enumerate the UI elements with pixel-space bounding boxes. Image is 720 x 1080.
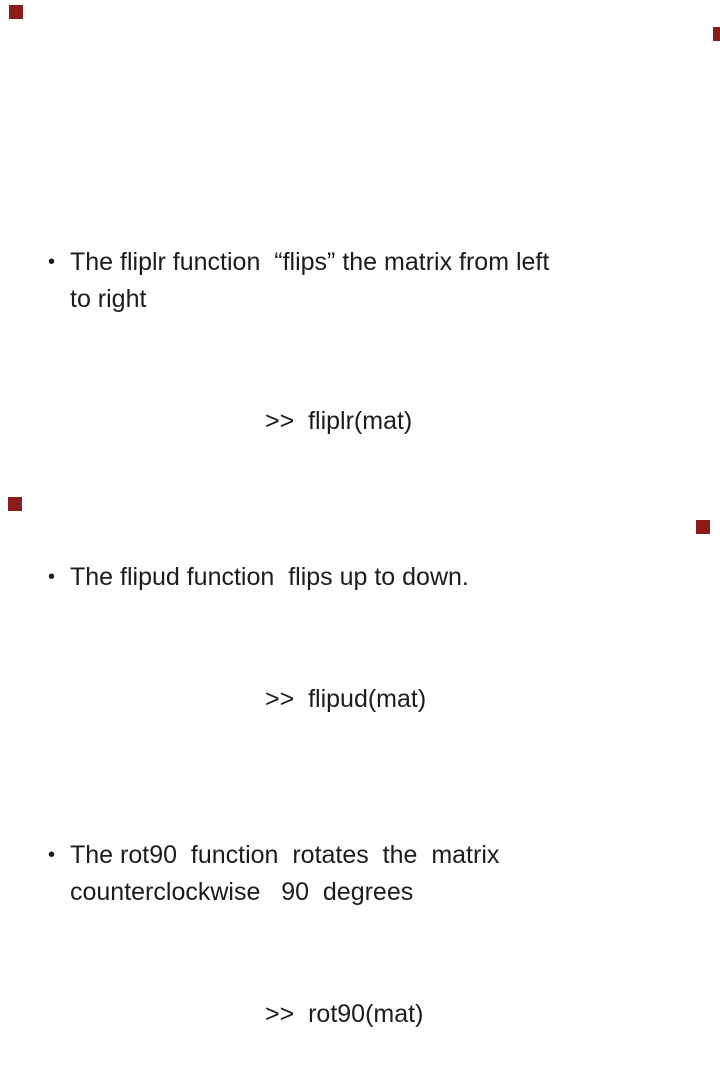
bullet-dot: • bbox=[48, 844, 56, 866]
bullet-item-fliplr: • The fliplr function “flips” the matrix… bbox=[45, 244, 705, 318]
slide-body-text: • The fliplr function “flips” the matrix… bbox=[45, 133, 705, 1080]
slide-canvas: • The fliplr function “flips” the matrix… bbox=[8, 5, 720, 1028]
command-line-rot90: >> rot90(mat) bbox=[265, 1000, 424, 1028]
bullet-item-flipud: • The flipud function flips up to down. bbox=[45, 559, 705, 596]
bullet-text-rot90: The rot90 function rotates the matrix co… bbox=[70, 841, 500, 906]
bullet-text-fliplr: The fliplr function “flips” the matrix f… bbox=[70, 248, 550, 313]
corner-accent-bottom-right bbox=[696, 520, 710, 534]
command-line-flipud: >> flipud(mat) bbox=[265, 685, 427, 713]
bullet-item-rot90: • The rot90 function rotates the matrix … bbox=[45, 837, 705, 911]
bullet-text-flipud: The flipud function flips up to down. bbox=[70, 563, 469, 591]
corner-accent-bottom-left bbox=[8, 497, 22, 511]
bullet-dot: • bbox=[48, 251, 56, 273]
corner-accent-top-left bbox=[9, 5, 23, 19]
command-line-fliplr: >> fliplr(mat) bbox=[265, 407, 413, 435]
bullet-dot: • bbox=[48, 566, 56, 588]
corner-accent-top-right bbox=[713, 27, 720, 41]
